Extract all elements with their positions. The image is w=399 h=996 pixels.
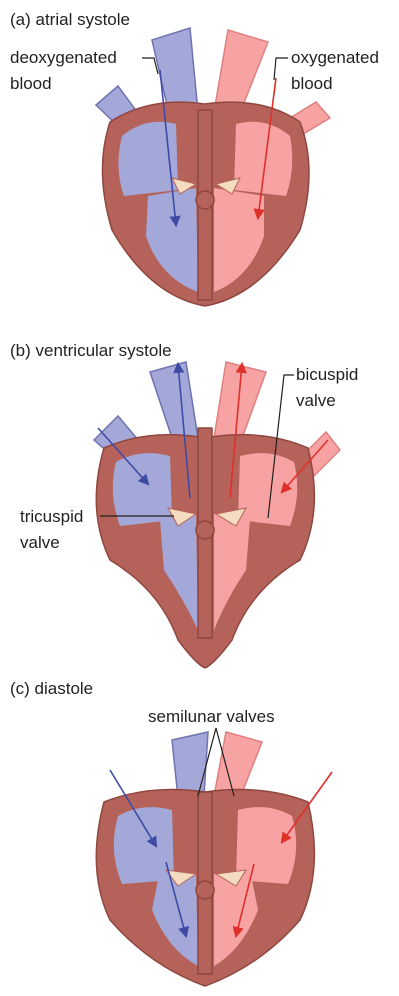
panel-c-septum-node [196, 881, 214, 899]
panel-b-tricuspid-label-line2: valve [20, 533, 60, 552]
panel-b-septum-node [196, 521, 214, 539]
panel-a-deoxygenated-label-line1: deoxygenated [10, 48, 117, 67]
panel-b-bicuspid-label-line1: bicuspid [296, 365, 358, 384]
panel-c-aorta [214, 732, 262, 798]
panel-b-left-atrium [238, 453, 297, 526]
panel-c-caption: (c) diastole [10, 679, 93, 698]
panel-c-heart [96, 732, 332, 986]
panel-c-pulmonary-artery [172, 732, 208, 798]
panel-c-semilunar-label: semilunar valves [148, 707, 275, 726]
panel-a-oxygenated-leader [274, 58, 288, 80]
panel-a-septum-node [196, 191, 214, 209]
panel-b-pulmonary-artery [150, 362, 198, 444]
panel-a-oxygenated-label-line1: oxygenated [291, 48, 379, 67]
panel-a-heart [96, 28, 330, 306]
panel-b-bicuspid-label-line2: valve [296, 391, 336, 410]
panel-b-aorta [214, 362, 266, 444]
panel-b-tricuspid-label-line1: tricuspid [20, 507, 83, 526]
panel-a-deoxygenated-leader [142, 58, 158, 74]
panel-a-deoxygenated-label-line2: blood [10, 74, 52, 93]
panel-b-caption: (b) ventricular systole [10, 341, 172, 360]
panel-c-right-atrium [114, 807, 174, 884]
panel-b-right-atrium [113, 453, 172, 526]
panel-a-caption: (a) atrial systole [10, 10, 130, 29]
panel-a-oxygenated-label-line2: blood [291, 74, 333, 93]
panel-a-left-atrium [234, 122, 292, 196]
